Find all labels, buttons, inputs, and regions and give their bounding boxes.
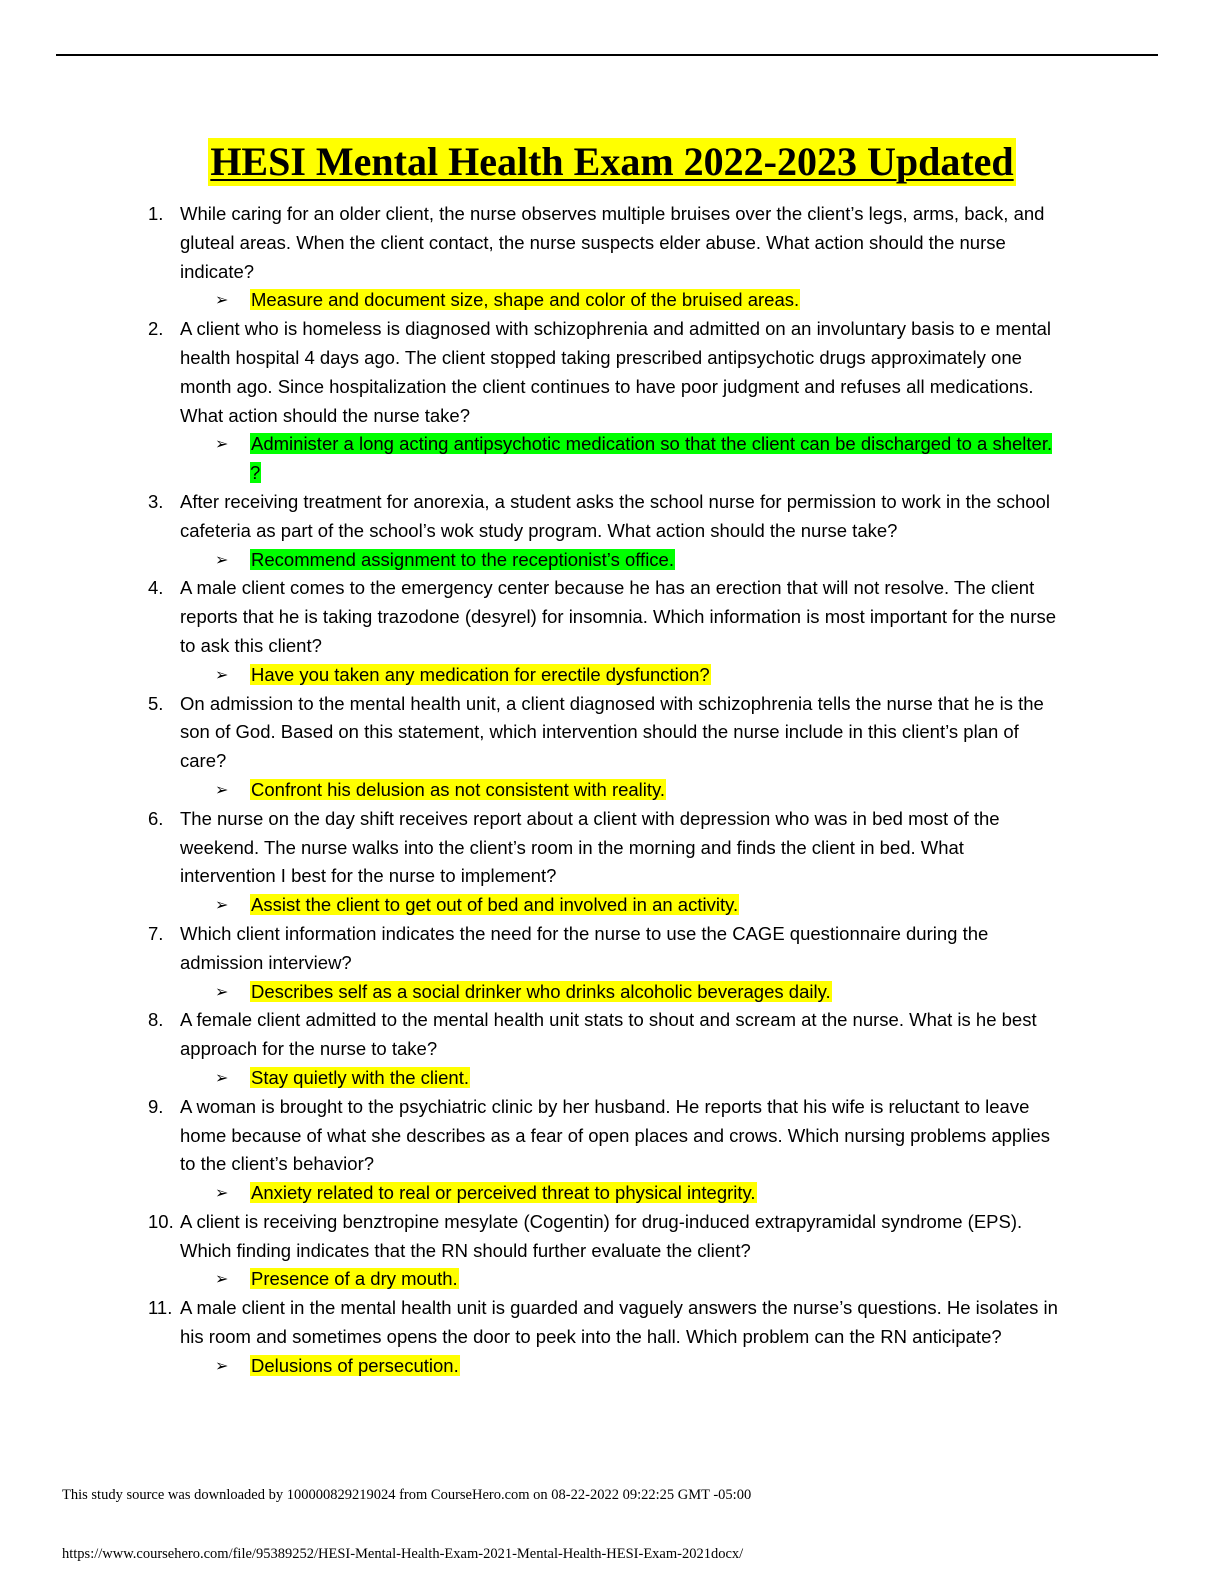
question-item: 7. Which client information indicates the… — [130, 920, 1060, 978]
answer-row: ➢ Measure and document size, shape and co… — [130, 286, 1060, 315]
question-number-label: 1. — [148, 203, 164, 224]
question-text: After receiving treatment for anorexia, … — [180, 490, 1050, 541]
answer-text-container: Administer a long acting antipsychotic m… — [250, 430, 1060, 488]
question-text: A female client admitted to the mental h… — [180, 1009, 1037, 1060]
answer-row: ➢ Assist the client to get out of bed and… — [130, 891, 1060, 920]
question-number-label: 4. — [148, 577, 164, 599]
arrow-bullet-icon: ➢ — [215, 664, 229, 684]
question-number-label: 3. — [148, 490, 164, 512]
question-number: 7. — [130, 920, 178, 949]
question-item: 11. A male client in the mental health un… — [130, 1294, 1060, 1352]
question-number: 4. — [130, 574, 178, 603]
question-number-label: 2. — [148, 318, 164, 340]
question-text: While caring for an older client, the nu… — [180, 203, 1045, 282]
arrow-bullet-icon: ➢ — [215, 434, 229, 454]
answer-row: ➢ Stay quietly with the client. — [130, 1064, 1060, 1093]
question-item: 9. A woman is brought to the psychiatric … — [130, 1093, 1060, 1179]
question-number-label: 6. — [148, 807, 164, 829]
question-item: 4. A male client comes to the emergency c… — [130, 574, 1060, 660]
highlighted-answer: Measure and document size, shape and col… — [250, 289, 801, 311]
download-notice: This study source was downloaded by 1000… — [62, 1487, 752, 1503]
arrow-bullet-icon: ➢ — [215, 1067, 229, 1087]
answer-row: ➢ Delusions of persecution. — [130, 1352, 1060, 1381]
question-text: Which client information indicates the n… — [180, 922, 989, 973]
highlighted-answer: Recommend assignment to the receptionist… — [250, 548, 675, 570]
question-text: A male client in the mental health unit … — [180, 1297, 1058, 1348]
question-number-label: 9. — [148, 1095, 164, 1117]
source-url[interactable]: https://www.coursehero.com/file/95389252… — [62, 1546, 744, 1562]
question-number-label: 11. — [148, 1297, 173, 1319]
answer-row: ➢ Confront his delusion as not consistent… — [130, 776, 1060, 805]
question-item: 10. A client is receiving benztropine mes… — [130, 1208, 1060, 1266]
question-number-label: 5. — [148, 692, 164, 714]
question-item: 6. The nurse on the day shift receives re… — [130, 805, 1060, 891]
title-container: HESI Mental Health Exam 2022-2023 Update… — [0, 138, 1224, 186]
arrow-bullet-icon: ➢ — [215, 1269, 229, 1289]
highlighted-answer: Stay quietly with the client. — [250, 1066, 470, 1088]
highlighted-answer: Anxiety related to real or perceived thr… — [250, 1182, 757, 1204]
question-number: 5. — [130, 690, 178, 719]
arrow-bullet-icon: ➢ — [215, 981, 229, 1001]
arrow-bullet-icon: ➢ — [215, 779, 229, 799]
highlighted-answer: Describes self as a social drinker who d… — [250, 980, 832, 1002]
answer-row: ➢ Anxiety related to real or perceived th… — [130, 1179, 1060, 1208]
answer-text-container: Have you taken any medication for erecti… — [250, 661, 1060, 690]
question-number-label: 7. — [148, 922, 164, 944]
question-item: 8. A female client admitted to the mental… — [130, 1006, 1060, 1064]
question-text: On admission to the mental health unit, … — [180, 692, 1044, 772]
answer-row: ➢ Have you taken any medication for erect… — [130, 661, 1060, 690]
answer-text-container: Stay quietly with the client. — [250, 1064, 1060, 1093]
highlighted-answer: Delusions of persecution. — [250, 1354, 460, 1376]
arrow-bullet-icon: ➢ — [215, 895, 229, 915]
answer-text-container: Delusions of persecution. — [250, 1352, 1060, 1381]
answer-text-container: Recommend assignment to the receptionist… — [250, 546, 1060, 575]
question-text: A client who is homeless is diagnosed wi… — [180, 318, 1052, 426]
highlighted-answer: Administer a long acting antipsychotic m… — [250, 433, 1053, 484]
answer-row: ➢ Presence of a dry mouth. — [130, 1265, 1060, 1294]
question-text: A male client comes to the emergency cen… — [180, 577, 1057, 656]
answer-row: ➢ Recommend assignment to the receptionis… — [130, 546, 1060, 575]
question-number: 11. — [130, 1294, 178, 1323]
question-number: 9. — [130, 1093, 178, 1122]
answer-row: ➢ Describes self as a social drinker who … — [130, 978, 1060, 1007]
answer-row: ➢ Administer a long acting antipsychotic … — [130, 430, 1060, 488]
document-title: HESI Mental Health Exam 2022-2023 Update… — [208, 138, 1016, 186]
question-text: The nurse on the day shift receives repo… — [180, 807, 1000, 887]
question-item: 2. A client who is homeless is diagnosed … — [130, 315, 1060, 430]
question-number: 10. — [130, 1208, 178, 1237]
highlighted-answer: Assist the client to get out of bed and … — [250, 894, 740, 916]
question-text: A client is receiving benztropine mesyla… — [180, 1210, 1023, 1261]
question-number: 6. — [130, 805, 178, 834]
question-item: 5. On admission to the mental health unit… — [130, 690, 1060, 776]
question-number-label: 10. — [148, 1210, 174, 1232]
question-text: A woman is brought to the psychiatric cl… — [180, 1095, 1050, 1175]
arrow-bullet-icon: ➢ — [215, 1183, 229, 1203]
answer-text-container: Confront his delusion as not consistent … — [250, 776, 1060, 805]
arrow-bullet-icon: ➢ — [215, 1355, 229, 1375]
question-number-label: 8. — [148, 1009, 164, 1031]
question-number: 2. — [130, 315, 178, 344]
header-rule — [56, 54, 1158, 56]
arrow-bullet-icon: ➢ — [215, 290, 229, 310]
answer-text-container: Describes self as a social drinker who d… — [250, 978, 1060, 1007]
answer-text-container: Measure and document size, shape and col… — [250, 286, 1060, 315]
question-number: 1. — [130, 200, 178, 229]
question-item: 1. While caring for an older client, the … — [130, 200, 1060, 286]
answer-text-container: Assist the client to get out of bed and … — [250, 891, 1060, 920]
question-item: 3. After receiving treatment for anorexia… — [130, 488, 1060, 546]
question-number: 8. — [130, 1006, 178, 1035]
question-list: 1. While caring for an older client, the … — [130, 200, 1060, 1381]
question-number: 3. — [130, 488, 178, 517]
highlighted-answer: Have you taken any medication for erecti… — [250, 663, 711, 685]
answer-text-container: Presence of a dry mouth. — [250, 1265, 1060, 1294]
arrow-bullet-icon: ➢ — [215, 549, 229, 569]
answer-text-container: Anxiety related to real or perceived thr… — [250, 1179, 1060, 1208]
highlighted-answer: Presence of a dry mouth. — [250, 1268, 459, 1290]
highlighted-answer: Confront his delusion as not consistent … — [250, 778, 667, 800]
